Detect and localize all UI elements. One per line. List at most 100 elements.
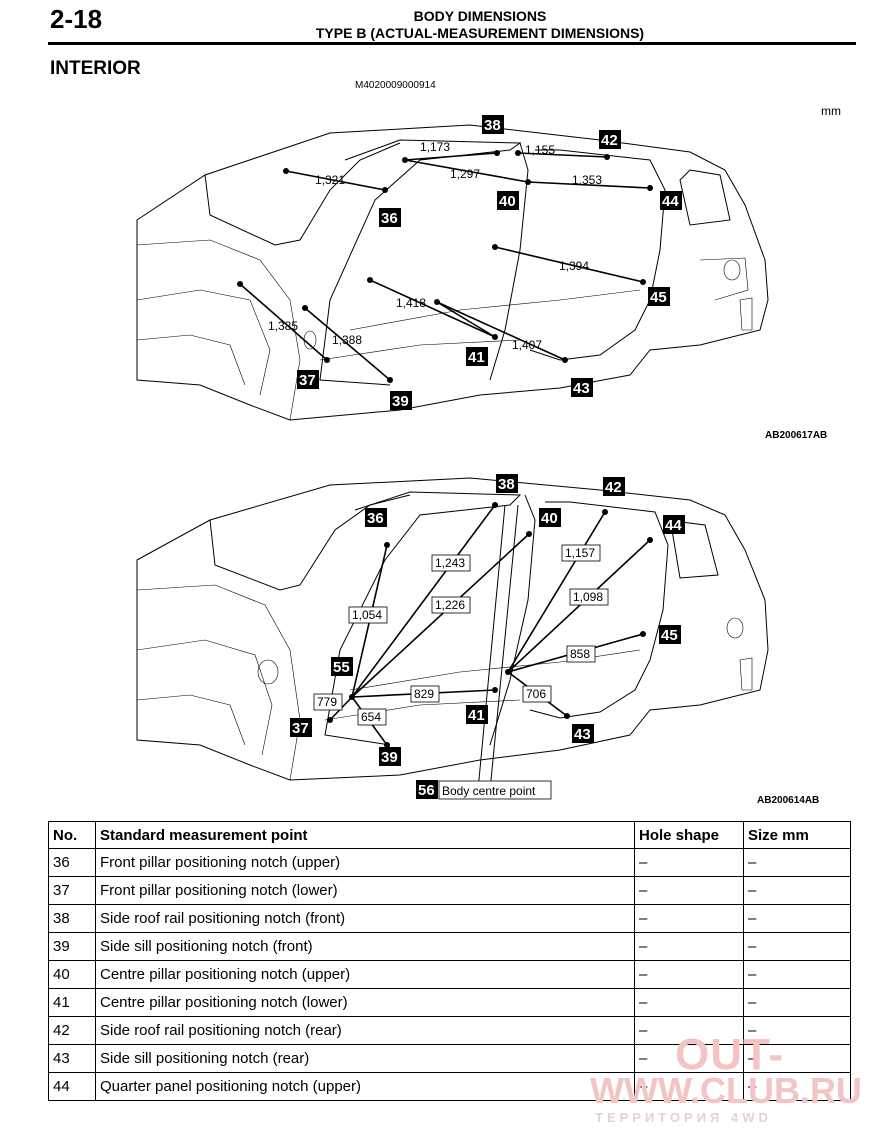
svg-text:56: 56 xyxy=(418,782,435,799)
watermark-url: WWW.CLUB.RU xyxy=(590,1070,862,1111)
svg-text:654: 654 xyxy=(361,710,381,724)
bottom-dim-1226: 1,226 xyxy=(431,596,471,614)
svg-text:44: 44 xyxy=(665,517,682,534)
svg-text:39: 39 xyxy=(381,749,398,766)
page-number: 2-18 xyxy=(50,4,103,34)
svg-text:1,098: 1,098 xyxy=(573,590,603,604)
top-callout-37: 37 xyxy=(297,370,319,389)
svg-text:40: 40 xyxy=(499,193,516,210)
svg-text:38: 38 xyxy=(498,476,515,493)
top-callout-38: 38 xyxy=(482,115,504,134)
top-dim-2: 1,155 xyxy=(525,143,555,157)
bottom-callout-44: 44 xyxy=(663,515,685,534)
top-callout-36: 36 xyxy=(379,208,401,227)
table-row: 44 Quarter panel positioning notch (uppe… xyxy=(48,1072,851,1101)
header-rule xyxy=(48,42,856,45)
bottom-dim-1054: 1,054 xyxy=(348,606,388,624)
bottom-dimension-labels: 1,243 1,157 1,098 1,054 1,226 858 829 77… xyxy=(313,544,609,726)
watermark-sub: ТЕРРИТОРИЯ 4WD xyxy=(595,1110,772,1125)
cell-no: 39 xyxy=(48,932,96,961)
svg-text:1,226: 1,226 xyxy=(435,598,465,612)
svg-text:44: 44 xyxy=(662,193,679,210)
figure-bottom-code: AB200614AB xyxy=(757,795,820,806)
top-dim-5: 1,353 xyxy=(572,173,602,187)
svg-text:43: 43 xyxy=(574,726,591,743)
top-measurement-lines xyxy=(237,150,653,383)
cell-size: – xyxy=(743,904,851,933)
top-callout-40: 40 xyxy=(497,191,519,210)
bottom-callout-55: 55 xyxy=(331,657,353,676)
svg-text:43: 43 xyxy=(573,380,590,397)
bottom-dim-779: 779 xyxy=(313,693,343,711)
top-dimension-labels: 1,173 1,155 1,321 1,297 1,353 1,394 1,41… xyxy=(268,140,602,352)
svg-text:Body centre point: Body centre point xyxy=(442,784,536,798)
bottom-dim-706: 706 xyxy=(522,685,552,703)
top-dim-10: 1,407 xyxy=(512,338,542,352)
cell-no: 43 xyxy=(48,1044,96,1073)
cell-point: Side roof rail positioning notch (front) xyxy=(95,904,635,933)
svg-text:779: 779 xyxy=(317,695,337,709)
cell-hole-shape: – xyxy=(634,1016,744,1045)
cell-point: Centre pillar positioning notch (lower) xyxy=(95,988,635,1017)
cell-point: Side roof rail positioning notch (rear) xyxy=(95,1016,635,1045)
svg-text:1,157: 1,157 xyxy=(565,546,595,560)
bottom-callouts: 38 42 40 36 44 45 55 41 37 43 39 56 xyxy=(290,474,685,799)
body-figures: 1,173 1,155 1,321 1,297 1,353 1,394 1,41… xyxy=(136,115,769,800)
svg-text:42: 42 xyxy=(605,479,622,496)
top-dim-7: 1,418 xyxy=(396,296,426,310)
table-row: 38 Side roof rail positioning notch (fro… xyxy=(48,904,851,933)
unit-label: mm xyxy=(821,104,841,118)
top-dim-9: 1,388 xyxy=(332,333,362,347)
top-dim-8: 1,385 xyxy=(268,319,298,333)
svg-text:36: 36 xyxy=(381,210,398,227)
top-body-outline xyxy=(136,124,769,421)
svg-text:55: 55 xyxy=(333,659,350,676)
cell-size: – xyxy=(743,876,851,905)
bottom-callout-37: 37 xyxy=(290,718,312,737)
top-callout-39: 39 xyxy=(390,391,412,410)
bottom-callout-38: 38 xyxy=(496,474,518,493)
body-centre-label: Body centre point xyxy=(438,780,552,800)
site-watermark: OUT- WWW.CLUB.RU ТЕРРИТОРИЯ 4WD xyxy=(590,1030,870,1130)
table-row: 40 Centre pillar positioning notch (uppe… xyxy=(48,960,851,989)
cell-point: Front pillar positioning notch (lower) xyxy=(95,876,635,905)
top-callout-41: 41 xyxy=(466,347,488,366)
cell-size: – xyxy=(743,960,851,989)
svg-text:39: 39 xyxy=(392,393,409,410)
top-callout-44: 44 xyxy=(660,191,682,210)
svg-text:37: 37 xyxy=(292,720,309,737)
cell-hole-shape: – xyxy=(634,904,744,933)
top-callout-42: 42 xyxy=(599,130,621,149)
figure-top-code: AB200617AB xyxy=(765,430,828,441)
table-row: 36 Front pillar positioning notch (upper… xyxy=(48,848,851,877)
header-subtitle: TYPE B (ACTUAL-MEASUREMENT DIMENSIONS) xyxy=(315,25,645,41)
cell-size: – xyxy=(743,1044,851,1073)
svg-text:829: 829 xyxy=(414,687,434,701)
top-dim-1: 1,173 xyxy=(420,140,450,154)
bottom-callout-56: 56 xyxy=(416,780,438,799)
svg-text:41: 41 xyxy=(468,349,485,366)
bottom-measurement-lines xyxy=(327,502,653,791)
svg-text:37: 37 xyxy=(299,372,316,389)
svg-text:45: 45 xyxy=(650,289,667,306)
table-header-row: No. Standard measurement point Hole shap… xyxy=(48,821,851,849)
cell-size: – xyxy=(743,1072,851,1101)
bottom-dim-654: 654 xyxy=(357,708,387,726)
svg-text:40: 40 xyxy=(541,510,558,527)
watermark-main: OUT- xyxy=(675,1030,785,1079)
cell-no: 42 xyxy=(48,1016,96,1045)
cell-no: 36 xyxy=(48,848,96,877)
cell-hole-shape: – xyxy=(634,848,744,877)
svg-text:858: 858 xyxy=(570,647,590,661)
cell-no: 41 xyxy=(48,988,96,1017)
cell-no: 37 xyxy=(48,876,96,905)
cell-no: 44 xyxy=(48,1072,96,1101)
table-row: 39 Side sill positioning notch (front) –… xyxy=(48,932,851,961)
top-dim-4: 1,297 xyxy=(450,167,480,181)
bottom-dim-1157: 1,157 xyxy=(561,544,601,562)
table-row: 42 Side roof rail positioning notch (rea… xyxy=(48,1016,851,1045)
header-point: Standard measurement point xyxy=(95,821,635,849)
svg-text:1,243: 1,243 xyxy=(435,556,465,570)
page-header: BODY DIMENSIONS TYPE B (ACTUAL-MEASUREME… xyxy=(300,8,660,42)
bottom-dim-829: 829 xyxy=(410,685,440,703)
